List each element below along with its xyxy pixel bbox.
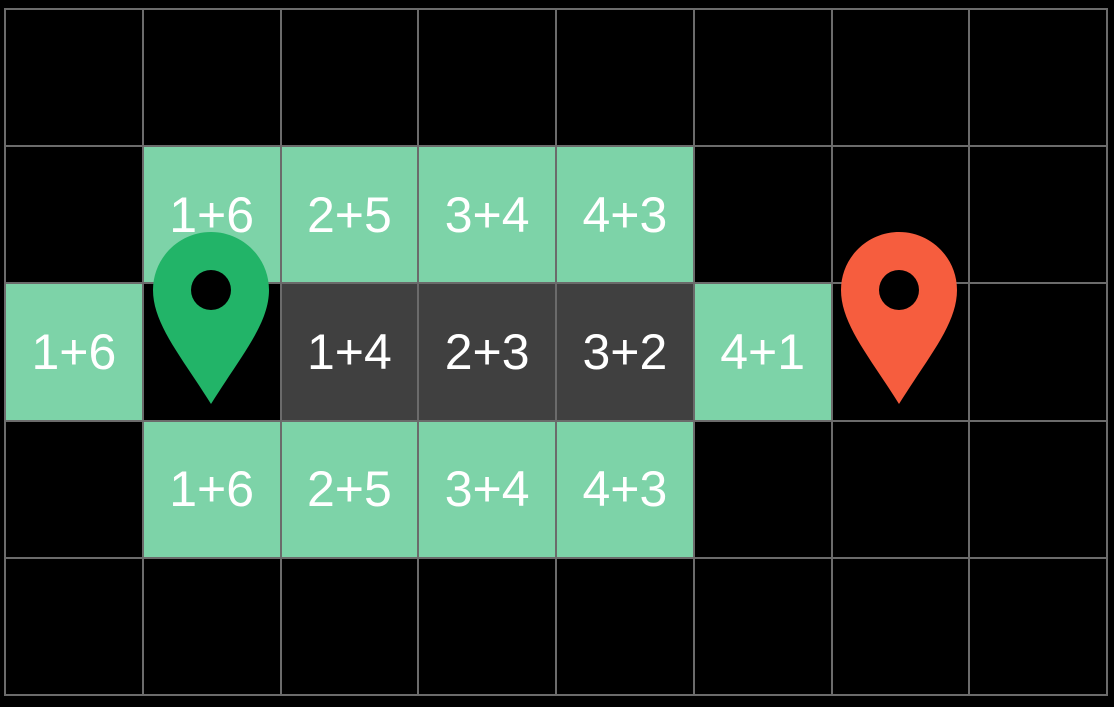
grid-cell-r3-c7-empty bbox=[970, 421, 1108, 559]
grid-cell-r3-c5-empty bbox=[694, 421, 833, 559]
grid-cell-r1-c4-open: 4+3 bbox=[557, 147, 695, 285]
grid-cell-r0-c3-empty bbox=[419, 10, 557, 148]
grid-cell-r4-c5-empty bbox=[694, 558, 833, 696]
grid-cell-r0-c0-empty bbox=[6, 10, 144, 148]
grid-cell-r0-c6-empty bbox=[832, 10, 971, 148]
grid-cell-r1-c0-empty bbox=[6, 147, 144, 285]
grid-cell-r3-c0-empty bbox=[6, 421, 144, 559]
goal-pin-shape bbox=[841, 232, 957, 404]
grid-cell-r0-c4-empty bbox=[557, 10, 695, 148]
grid-cell-r3-c3-open: 3+4 bbox=[419, 421, 557, 559]
grid-cell-r1-c7-empty bbox=[970, 147, 1108, 285]
goal-pin-hole bbox=[879, 270, 919, 310]
grid-cell-r0-c7-empty bbox=[970, 10, 1108, 148]
grid-cell-r2-c7-empty bbox=[970, 284, 1108, 422]
start-pin-shape bbox=[153, 232, 269, 404]
grid-cell-r4-c3-empty bbox=[419, 558, 557, 696]
grid-cell-r2-c2-path: 1+4 bbox=[281, 284, 420, 422]
grid-cell-r4-c1-empty bbox=[143, 558, 282, 696]
grid-cell-r3-c6-empty bbox=[832, 421, 971, 559]
grid-cell-r2-c4-path: 3+2 bbox=[557, 284, 695, 422]
start-marker bbox=[153, 232, 269, 404]
grid-cell-r1-c3-open: 3+4 bbox=[419, 147, 557, 285]
grid-cell-r0-c5-empty bbox=[694, 10, 833, 148]
start-pin-icon bbox=[153, 232, 269, 404]
grid-cell-r2-c5-open: 4+1 bbox=[694, 284, 833, 422]
grid-cell-r4-c7-empty bbox=[970, 558, 1108, 696]
grid-cell-r1-c2-open: 2+5 bbox=[281, 147, 420, 285]
grid-cell-r1-c5-empty bbox=[694, 147, 833, 285]
goal-marker bbox=[841, 232, 957, 404]
grid-cell-r0-c1-empty bbox=[143, 10, 282, 148]
grid-cell-r4-c4-empty bbox=[557, 558, 695, 696]
grid-cell-r4-c0-empty bbox=[6, 558, 144, 696]
grid-cell-r3-c1-open: 1+6 bbox=[143, 421, 282, 559]
start-pin-hole bbox=[191, 270, 231, 310]
grid-cell-r3-c4-open: 4+3 bbox=[557, 421, 695, 559]
grid-cell-r2-c3-path: 2+3 bbox=[419, 284, 557, 422]
grid-cell-r2-c0-open: 1+6 bbox=[6, 284, 144, 422]
grid-cell-r4-c6-empty bbox=[832, 558, 971, 696]
grid-cell-r0-c2-empty bbox=[281, 10, 420, 148]
grid-cell-r4-c2-empty bbox=[281, 558, 420, 696]
goal-pin-icon bbox=[841, 232, 957, 404]
grid-cell-r3-c2-open: 2+5 bbox=[281, 421, 420, 559]
